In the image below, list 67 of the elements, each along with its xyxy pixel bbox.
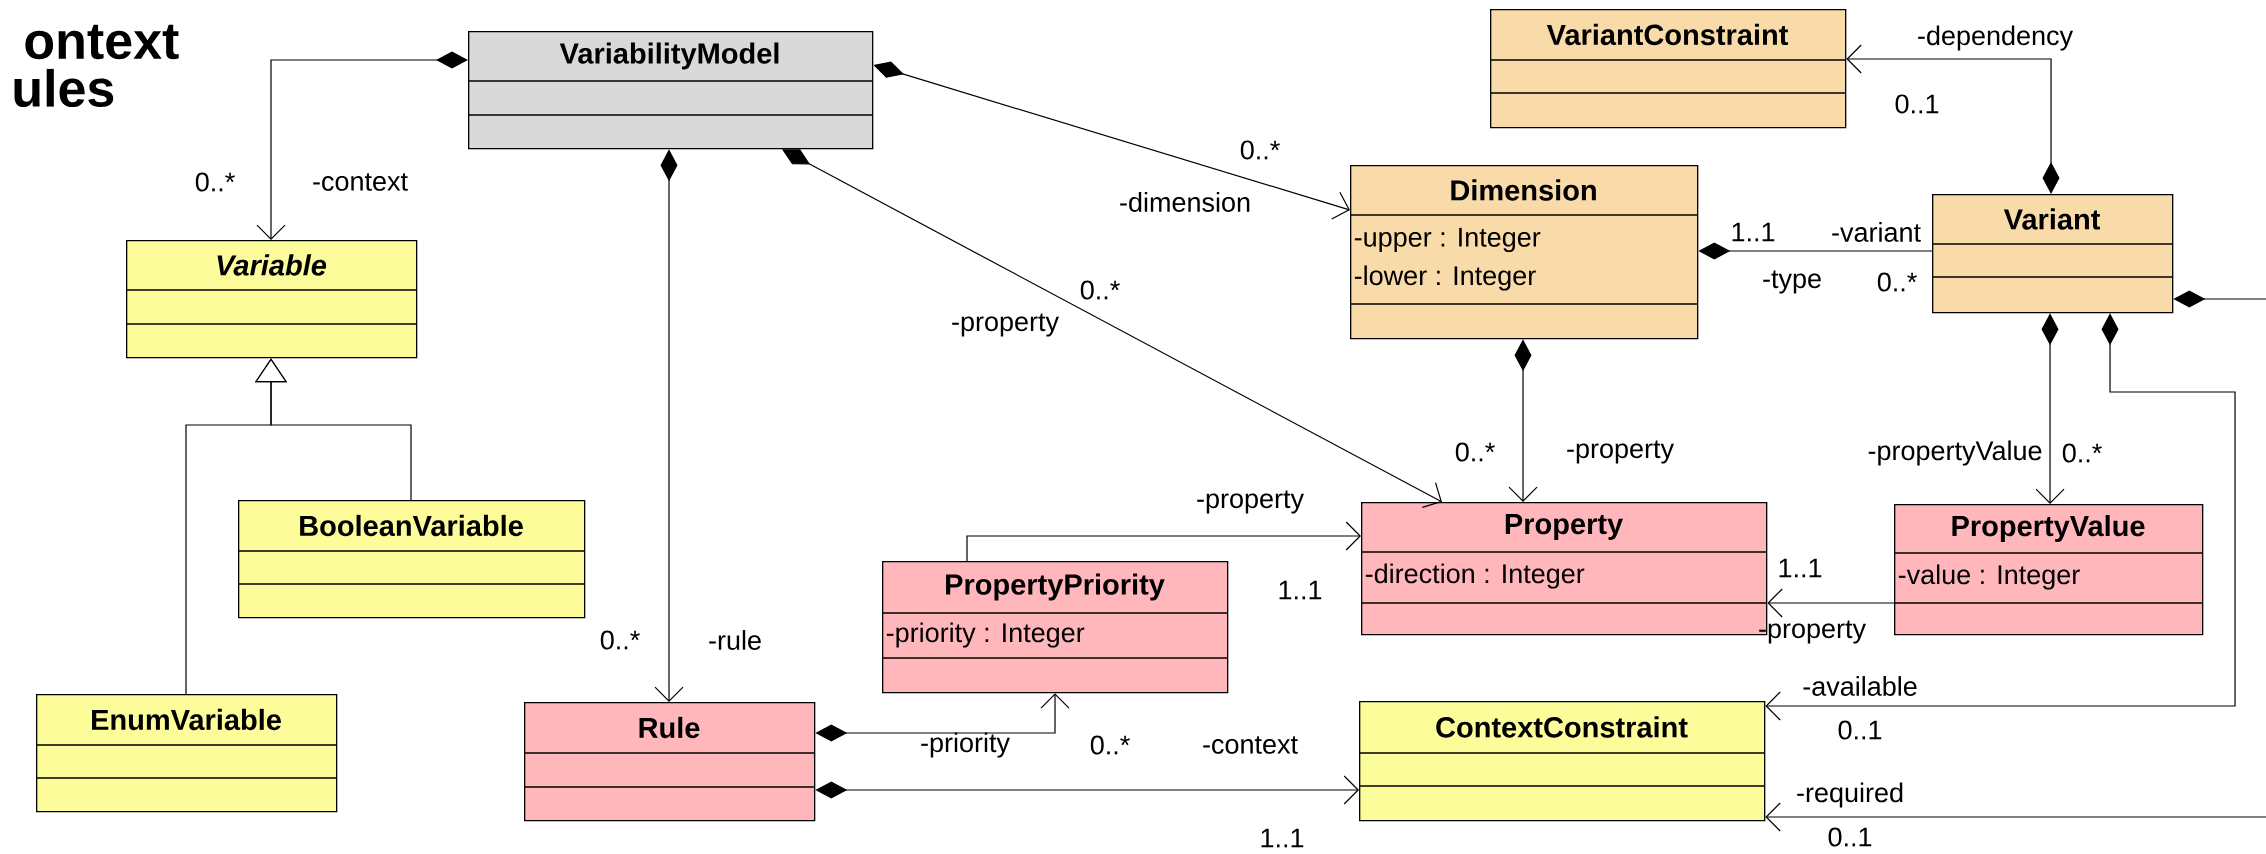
multiplicity: 0..*: [2062, 443, 2102, 463]
class-box: [1489, 9, 1847, 129]
composition-arrow: [1846, 44, 2060, 194]
association-arrow: [1767, 588, 1895, 618]
class-box: [35, 694, 338, 813]
multiplicity: 0..1: [1895, 94, 1939, 114]
class-name: EnumVariable: [92, 708, 281, 731]
multiplicity: 1..1: [1779, 558, 1822, 578]
class-name: Rule: [639, 716, 700, 739]
class-name: ContextConstraint: [1436, 716, 1688, 738]
class-box: [1358, 701, 1766, 822]
composition-arrow: [782, 149, 1442, 508]
role-label: -required: [1797, 782, 1903, 808]
multiplicity: 0..*: [1080, 280, 1120, 300]
class-box: [125, 240, 418, 359]
class-box: [237, 500, 586, 619]
class-name: Property: [1505, 514, 1623, 540]
class-name: Dimension: [1451, 179, 1596, 201]
class-name: PropertyValue: [1952, 515, 2145, 542]
class-name: PropertyPriority: [946, 573, 1165, 601]
role-label: -dependency: [1918, 25, 2073, 51]
multiplicity: 0..1: [1828, 827, 1872, 847]
role-label: -property: [1567, 440, 1674, 464]
class-box: [467, 31, 874, 150]
multiplicity: 1..1: [1279, 580, 1322, 600]
role-label: -propertyValue: [1868, 440, 2042, 466]
attribute: -lower : Integer: [1354, 265, 1536, 291]
role-label: -priority: [921, 732, 1010, 758]
class-name: VariantConstraint: [1546, 23, 1788, 46]
multiplicity: 0..*: [1455, 442, 1495, 462]
attribute: -upper : Integer: [1354, 227, 1541, 253]
role-label: -property: [952, 313, 1059, 337]
role-label: -context: [313, 173, 408, 191]
class-box: [1931, 194, 2174, 314]
attribute: -value : Integer: [1898, 564, 2080, 590]
class-name: Variant: [2003, 208, 2101, 230]
multiplicity: 0..*: [1240, 140, 1280, 160]
title-text: ules: [14, 68, 114, 108]
role-label: -available: [1803, 676, 1917, 696]
attribute: -direction : Integer: [1365, 563, 1585, 589]
composition-arrow: [1765, 290, 2266, 832]
multiplicity: 0..1: [1838, 720, 1882, 740]
association-arrow: [966, 521, 1361, 562]
role-label: -property: [1759, 620, 1866, 644]
role-label: -variant: [1832, 222, 1921, 242]
title-text: ontext: [25, 24, 179, 60]
class-box: [1893, 504, 2204, 636]
multiplicity: 0..*: [1090, 735, 1130, 755]
role-label: -dimension: [1120, 192, 1250, 212]
multiplicity: 1..1: [1261, 828, 1304, 848]
role-label: -context: [1203, 736, 1298, 754]
role-label: -rule: [709, 630, 761, 650]
composition-arrow: [873, 61, 1350, 220]
class-name: BooleanVariable: [300, 514, 523, 537]
class-name: Variable: [217, 254, 327, 276]
class-box: [523, 702, 816, 822]
attribute: -priority : Integer: [886, 622, 1085, 648]
class-box: [1349, 165, 1699, 340]
multiplicity: -type: [1763, 270, 1821, 294]
class-box: [881, 561, 1229, 694]
multiplicity: 0..*: [600, 630, 640, 650]
composition-arrow: [256, 51, 468, 240]
multiplicity: 1..1: [1732, 222, 1775, 242]
multiplicity: 0..*: [195, 172, 235, 192]
class-name: VariabilityModel: [559, 42, 779, 70]
multiplicity: 0..*: [1877, 272, 1917, 292]
role-label: -property: [1197, 490, 1304, 514]
